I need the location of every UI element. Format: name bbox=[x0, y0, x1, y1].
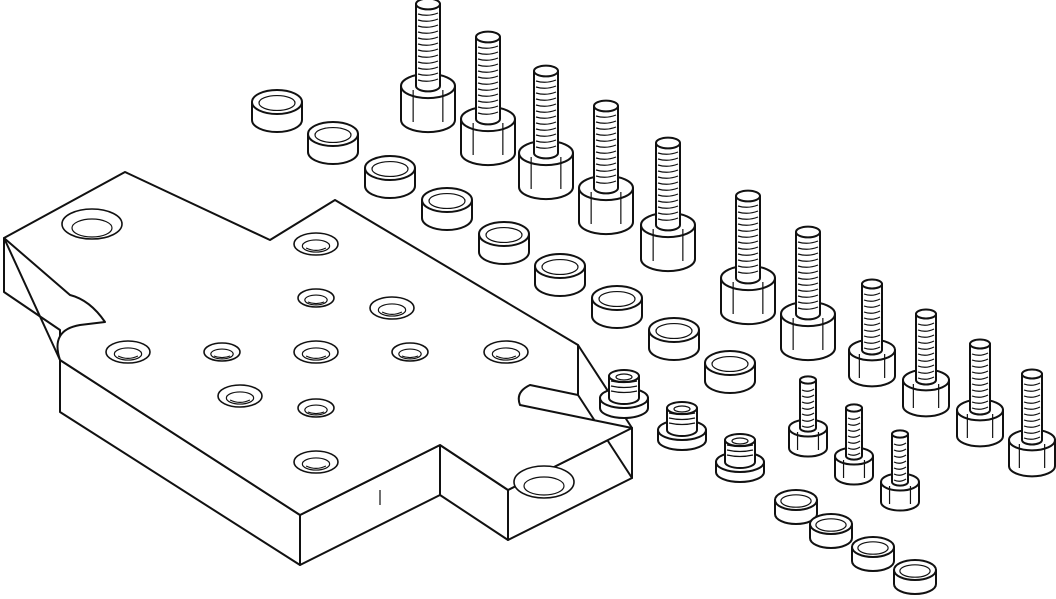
plate-hole bbox=[391, 342, 429, 362]
screw bbox=[578, 99, 634, 236]
screw bbox=[460, 30, 516, 167]
plate-hole bbox=[203, 342, 241, 362]
plate-hole bbox=[297, 398, 335, 418]
centering-sleeve bbox=[251, 89, 303, 133]
centering-sleeve bbox=[534, 253, 586, 297]
screw bbox=[788, 375, 828, 458]
centering-sleeves bbox=[251, 89, 937, 595]
plate-hole bbox=[483, 340, 529, 364]
screw bbox=[640, 136, 696, 273]
plate-hole-pattern bbox=[105, 232, 529, 474]
centering-sleeve bbox=[809, 513, 853, 549]
plate-hole bbox=[293, 232, 339, 256]
threaded-insert bbox=[715, 433, 765, 483]
centering-sleeve bbox=[704, 350, 756, 394]
threaded-insert bbox=[657, 401, 707, 451]
centering-sleeve bbox=[851, 536, 895, 572]
plate-corner-hole-inner bbox=[523, 476, 565, 496]
plate-hole bbox=[105, 340, 151, 364]
centering-sleeve bbox=[774, 489, 818, 525]
centering-sleeve bbox=[307, 121, 359, 165]
screw bbox=[780, 225, 836, 362]
plate-hole bbox=[297, 288, 335, 308]
screw bbox=[720, 189, 776, 326]
screws bbox=[400, 0, 1056, 512]
threaded-inserts bbox=[599, 369, 765, 483]
threaded-insert bbox=[599, 369, 649, 419]
centering-sleeve bbox=[478, 221, 530, 265]
centering-sleeve bbox=[364, 155, 416, 199]
centering-sleeve bbox=[893, 559, 937, 595]
plate-hole bbox=[217, 384, 263, 408]
plate-corner-hole bbox=[61, 208, 123, 240]
screw bbox=[902, 308, 950, 418]
screw bbox=[518, 64, 574, 201]
screw bbox=[834, 403, 874, 486]
plate-hole bbox=[293, 340, 339, 364]
screw bbox=[400, 0, 456, 134]
plate-hole bbox=[293, 450, 339, 474]
screw bbox=[956, 338, 1004, 448]
screw bbox=[880, 429, 920, 512]
centering-sleeve bbox=[421, 187, 473, 231]
screw bbox=[1008, 368, 1056, 478]
adapter-plate bbox=[3, 171, 633, 566]
screw bbox=[848, 278, 896, 388]
plate-hole bbox=[369, 296, 415, 320]
plate-corner-hole bbox=[513, 465, 575, 499]
centering-sleeve bbox=[648, 317, 700, 361]
centering-sleeve bbox=[591, 285, 643, 329]
plate-corner-hole-inner bbox=[71, 218, 113, 238]
